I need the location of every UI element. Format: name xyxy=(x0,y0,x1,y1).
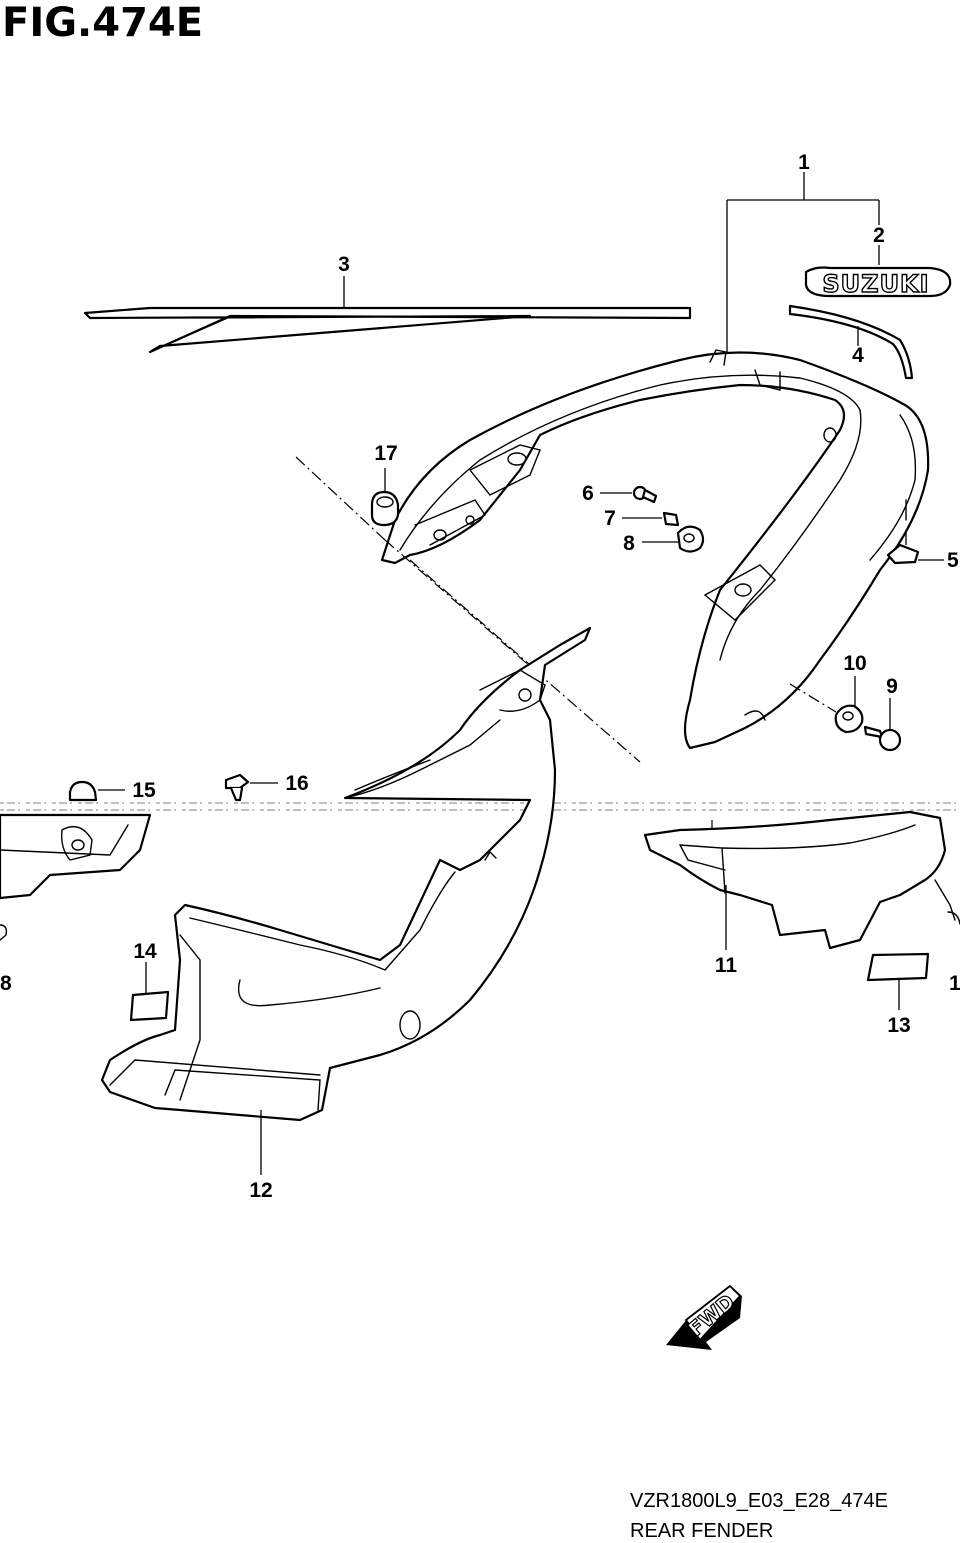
callout-5: 5 xyxy=(947,549,959,572)
callout-6: 6 xyxy=(582,482,594,505)
part-1-seat-tail-cowl xyxy=(380,349,930,750)
callout-1-right: 1 xyxy=(949,972,960,995)
callout-15: 15 xyxy=(132,779,156,802)
part-9-screw xyxy=(863,725,902,752)
diagram-name: REAR FENDER xyxy=(630,1520,774,1542)
part-10-grommet xyxy=(834,704,864,734)
diagram-code: VZR1800L9_E03_E28_474E xyxy=(630,1490,888,1512)
callout-4: 4 xyxy=(852,344,864,367)
callout-11: 11 xyxy=(715,954,738,977)
part-17-grommet xyxy=(370,490,400,527)
callout-8-left: 8 xyxy=(0,972,12,995)
callout-8: 8 xyxy=(623,532,635,555)
left-side-component xyxy=(0,813,152,941)
suzuki-emblem-text: SUZUKI xyxy=(822,270,929,298)
part-5-nut-clip xyxy=(886,543,920,565)
part-11-side-fender xyxy=(643,810,960,950)
callout-12: 12 xyxy=(249,1179,272,1202)
part-14-pad xyxy=(129,990,170,1022)
figure-title: FIG.474E xyxy=(2,0,204,46)
part-15-clip xyxy=(68,780,98,802)
callout-2: 2 xyxy=(873,224,885,247)
assembly-dash-line xyxy=(295,456,386,541)
part-8-cushion xyxy=(676,525,705,553)
part-7-collar xyxy=(662,511,680,527)
part-2-suzuki-emblem: SUZUKI xyxy=(804,266,952,299)
assembly-dash-line xyxy=(409,559,531,666)
part-13-pad xyxy=(866,952,930,982)
fwd-direction-arrow: FWD xyxy=(666,1284,742,1350)
assembly-dash-line xyxy=(789,683,837,713)
callout-9: 9 xyxy=(886,675,898,698)
callout-13: 13 xyxy=(887,1014,910,1037)
part-4-trim-strip xyxy=(788,304,914,380)
leader-1-bracket xyxy=(726,172,880,355)
callout-3: 3 xyxy=(338,253,350,276)
callout-16: 16 xyxy=(285,772,308,795)
callout-14: 14 xyxy=(133,940,157,963)
part-6-bolt xyxy=(632,485,658,504)
assembly-dash-line xyxy=(384,539,641,763)
part-16-push-rivet xyxy=(224,773,250,802)
part-12-inner-fender xyxy=(100,626,592,1122)
part-3-stripe-decal xyxy=(83,306,692,354)
callout-7: 7 xyxy=(604,507,616,530)
callout-17: 17 xyxy=(374,442,397,465)
callout-10: 10 xyxy=(843,652,866,675)
callout-1: 1 xyxy=(798,151,810,174)
